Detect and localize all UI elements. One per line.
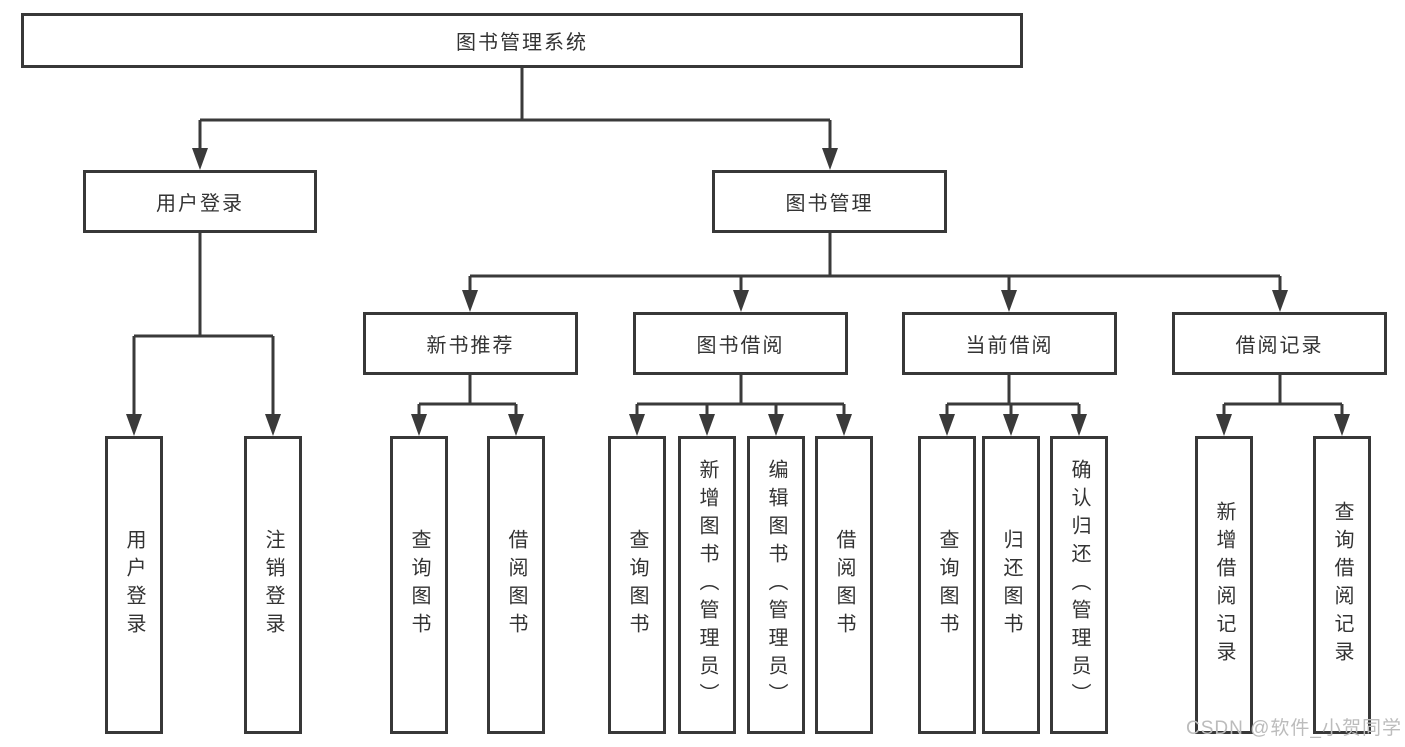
leaf-query-books-current-label: 查询图书 xyxy=(936,529,958,641)
leaf-query-books-current: 查询图书 xyxy=(918,436,976,734)
leaf-edit-book-admin-label: 编辑图书（管理员） xyxy=(765,459,787,711)
leaf-query-borrow-record: 查询借阅记录 xyxy=(1313,436,1371,734)
leaf-borrow-books-label: 借阅图书 xyxy=(833,529,855,641)
connector-lines xyxy=(132,68,1344,416)
leaf-confirm-return-admin-label: 确认归还（管理员） xyxy=(1068,459,1090,711)
leaf-edit-book-admin: 编辑图书（管理员） xyxy=(747,436,805,734)
leaf-query-books-borrow-label: 查询图书 xyxy=(626,529,648,641)
leaf-borrow-books-recommend-label: 借阅图书 xyxy=(505,529,527,641)
leaf-add-book-admin-label: 新增图书（管理员） xyxy=(696,459,718,711)
node-root: 图书管理系统 xyxy=(21,13,1023,68)
node-new-book-recommend: 新书推荐 xyxy=(363,312,578,375)
leaf-user-login: 用户登录 xyxy=(105,436,163,734)
node-book-borrow: 图书借阅 xyxy=(633,312,848,375)
leaf-add-book-admin: 新增图书（管理员） xyxy=(678,436,736,734)
leaf-return-book-label: 归还图书 xyxy=(1000,529,1022,641)
leaf-return-book: 归还图书 xyxy=(982,436,1040,734)
leaf-borrow-books-recommend: 借阅图书 xyxy=(487,436,545,734)
leaf-add-borrow-record-label: 新增借阅记录 xyxy=(1213,501,1235,669)
leaf-query-borrow-record-label: 查询借阅记录 xyxy=(1331,501,1353,669)
node-current-borrow: 当前借阅 xyxy=(902,312,1117,375)
node-user-login: 用户登录 xyxy=(83,170,317,233)
leaf-query-books-recommend-label: 查询图书 xyxy=(408,529,430,641)
node-borrow-records: 借阅记录 xyxy=(1172,312,1387,375)
arrowheads xyxy=(126,148,1350,436)
leaf-add-borrow-record: 新增借阅记录 xyxy=(1195,436,1253,734)
leaf-user-login-label: 用户登录 xyxy=(123,529,145,641)
leaf-query-books-borrow: 查询图书 xyxy=(608,436,666,734)
node-book-management: 图书管理 xyxy=(712,170,947,233)
leaf-logout: 注销登录 xyxy=(244,436,302,734)
leaf-query-books-recommend: 查询图书 xyxy=(390,436,448,734)
leaf-logout-label: 注销登录 xyxy=(262,529,284,641)
watermark: CSDN @软件_小贺同学 xyxy=(1186,718,1402,739)
leaf-confirm-return-admin: 确认归还（管理员） xyxy=(1050,436,1108,734)
leaf-borrow-books: 借阅图书 xyxy=(815,436,873,734)
